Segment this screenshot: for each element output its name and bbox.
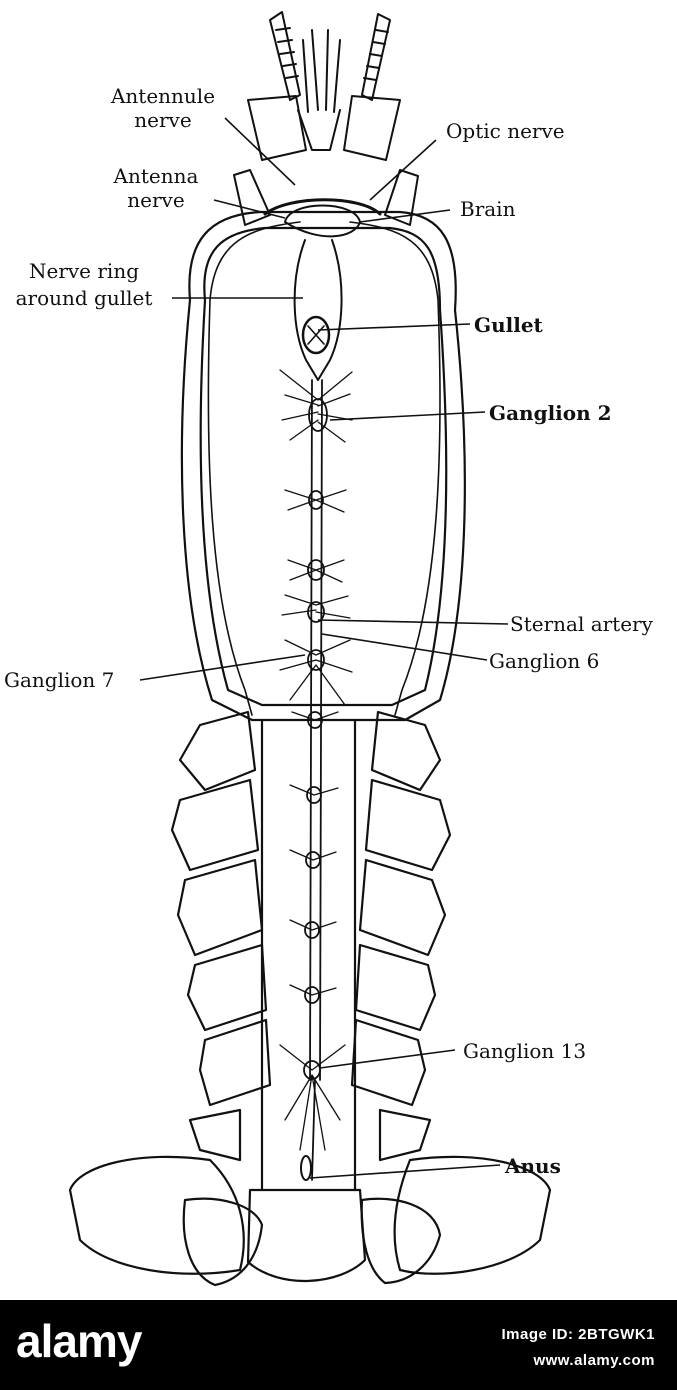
watermark-footer: alamy Image ID: 2BTGWK1 www.alamy.com (0, 1300, 677, 1390)
label-antennule-nerve-line2: nerve (134, 108, 191, 132)
label-ganglion-6: Ganglion 6 (489, 649, 599, 673)
leader-lines (139, 117, 509, 1179)
label-ganglion-7: Ganglion 7 (4, 668, 114, 692)
label-brain: Brain (460, 197, 516, 221)
label-ganglion-2: Ganglion 2 (489, 401, 612, 425)
body-outline (68, 210, 552, 1287)
label-ganglion-13: Ganglion 13 (463, 1039, 586, 1063)
label-anus: Anus (504, 1154, 561, 1178)
label-antenna-nerve-line1: Antenna (113, 164, 199, 188)
crayfish-nervous-system-illustration: Antennule nerve Antenna nerve Optic nerv… (4, 11, 654, 1287)
label-antennule-nerve-line1: Antennule (110, 84, 215, 108)
watermark-logo: alamy (16, 1315, 142, 1367)
brain-and-nerve-ring (263, 198, 382, 381)
label-optic-nerve: Optic nerve (446, 119, 565, 143)
ventral-nerve-cord (279, 369, 353, 1181)
antennae (233, 11, 419, 226)
lateral-nerves (207, 221, 441, 716)
watermark-image-id: Image ID: 2BTGWK1 (501, 1326, 655, 1343)
label-antenna-nerve-line2: nerve (127, 188, 184, 212)
watermark-url: www.alamy.com (533, 1352, 655, 1369)
label-nerve-ring-line2: around gullet (16, 286, 153, 310)
labels: Antennule nerve Antenna nerve Optic nerv… (4, 84, 654, 1178)
label-gullet: Gullet (474, 313, 544, 337)
label-sternal-artery: Sternal artery (510, 612, 654, 636)
label-nerve-ring-line1: Nerve ring (29, 259, 139, 283)
